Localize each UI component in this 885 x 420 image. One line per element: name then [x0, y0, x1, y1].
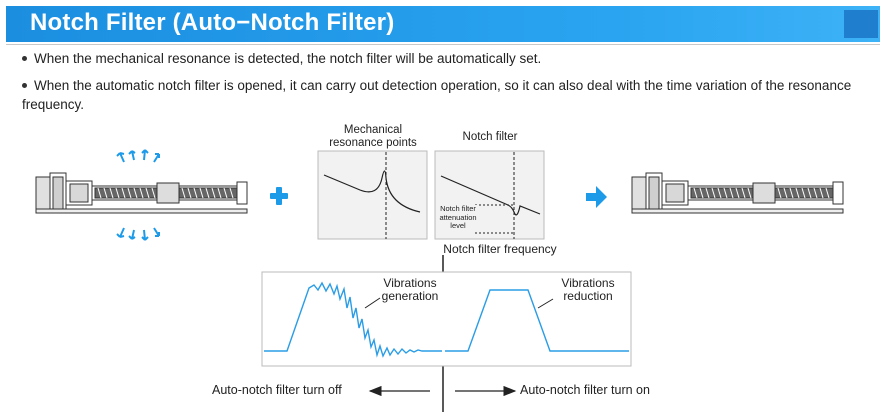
notch-frequency-label: Notch filter frequency	[443, 242, 557, 256]
bullet-dot-icon	[22, 55, 27, 61]
bullet-text: When the automatic notch filter is opene…	[22, 78, 852, 112]
vibration-arrow-icon	[116, 149, 160, 241]
vibrations-reduction-label: Vibrations reduction	[561, 276, 615, 303]
title-underline	[6, 44, 880, 45]
plus-icon	[270, 187, 288, 205]
bullet-item: When the mechanical resonance is detecte…	[22, 49, 541, 68]
arrow-right-icon	[586, 186, 607, 208]
resonance-panel-title: Mechanical resonance points	[329, 124, 417, 149]
notch-panel-title: Notch filter	[462, 131, 518, 143]
resonance-plot	[317, 150, 428, 240]
screw-threads	[693, 187, 830, 199]
bullet-item: When the automatic notch filter is opene…	[22, 76, 867, 114]
bullet-text: When the mechanical resonance is detecte…	[34, 51, 542, 66]
vibration-plot	[261, 271, 632, 367]
turn-on-label: Auto-notch filter turn on	[520, 383, 650, 397]
vibrations-generation-label: Vibrations generation	[381, 276, 439, 303]
title-bar: Notch Filter (Auto−Notch Filter)	[6, 6, 880, 42]
bullet-dot-icon	[22, 82, 27, 88]
screw-threads	[97, 187, 234, 199]
attenuation-label: Notch filter attenuation level	[438, 204, 478, 231]
title-decoration	[844, 10, 878, 38]
page-title: Notch Filter (Auto−Notch Filter)	[30, 9, 395, 36]
turn-off-label: Auto-notch filter turn off	[212, 383, 342, 397]
